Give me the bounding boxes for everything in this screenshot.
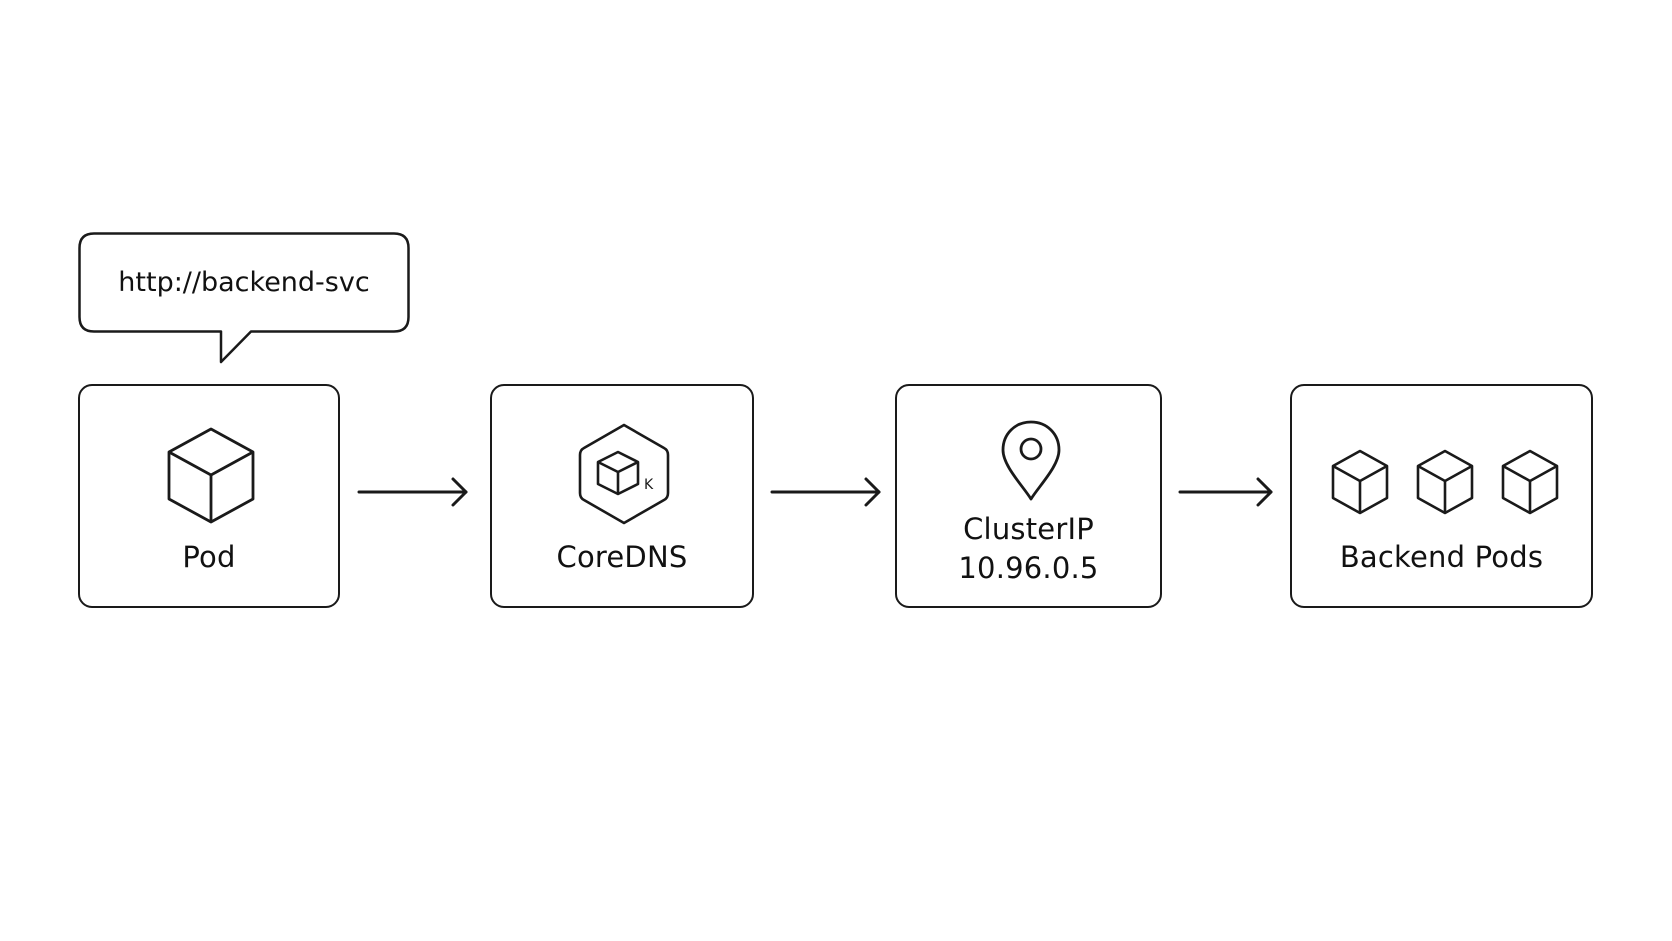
pod-node: Pod (78, 384, 340, 608)
clusterip-node: ClusterIP 10.96.0.5 (895, 384, 1162, 608)
clusterip-label: ClusterIP (963, 512, 1094, 546)
request-url-text: http://backend-svc (118, 267, 370, 298)
request-url-bubble: http://backend-svc (78, 232, 410, 364)
backend-pods-label: Backend Pods (1339, 540, 1544, 574)
coredns-label: CoreDNS (556, 540, 688, 574)
arrow-right-icon (1178, 477, 1273, 507)
coredns-node: K CoreDNS (490, 384, 754, 608)
cube-icon (1416, 449, 1474, 515)
clusterip-address: 10.96.0.5 (958, 551, 1099, 585)
pod-label: Pod (182, 540, 236, 574)
coredns-hexagon-icon: K (578, 423, 670, 525)
cube-icon (1501, 449, 1559, 515)
location-pin-icon (1001, 420, 1061, 501)
cube-icon (1331, 449, 1389, 515)
cube-icon (167, 427, 255, 524)
arrow-right-icon (357, 477, 468, 507)
coredns-badge: K (644, 477, 654, 493)
arrow-right-icon (770, 477, 881, 507)
speech-bubble-icon (78, 232, 410, 364)
backend-pods-node: Backend Pods (1290, 384, 1593, 608)
